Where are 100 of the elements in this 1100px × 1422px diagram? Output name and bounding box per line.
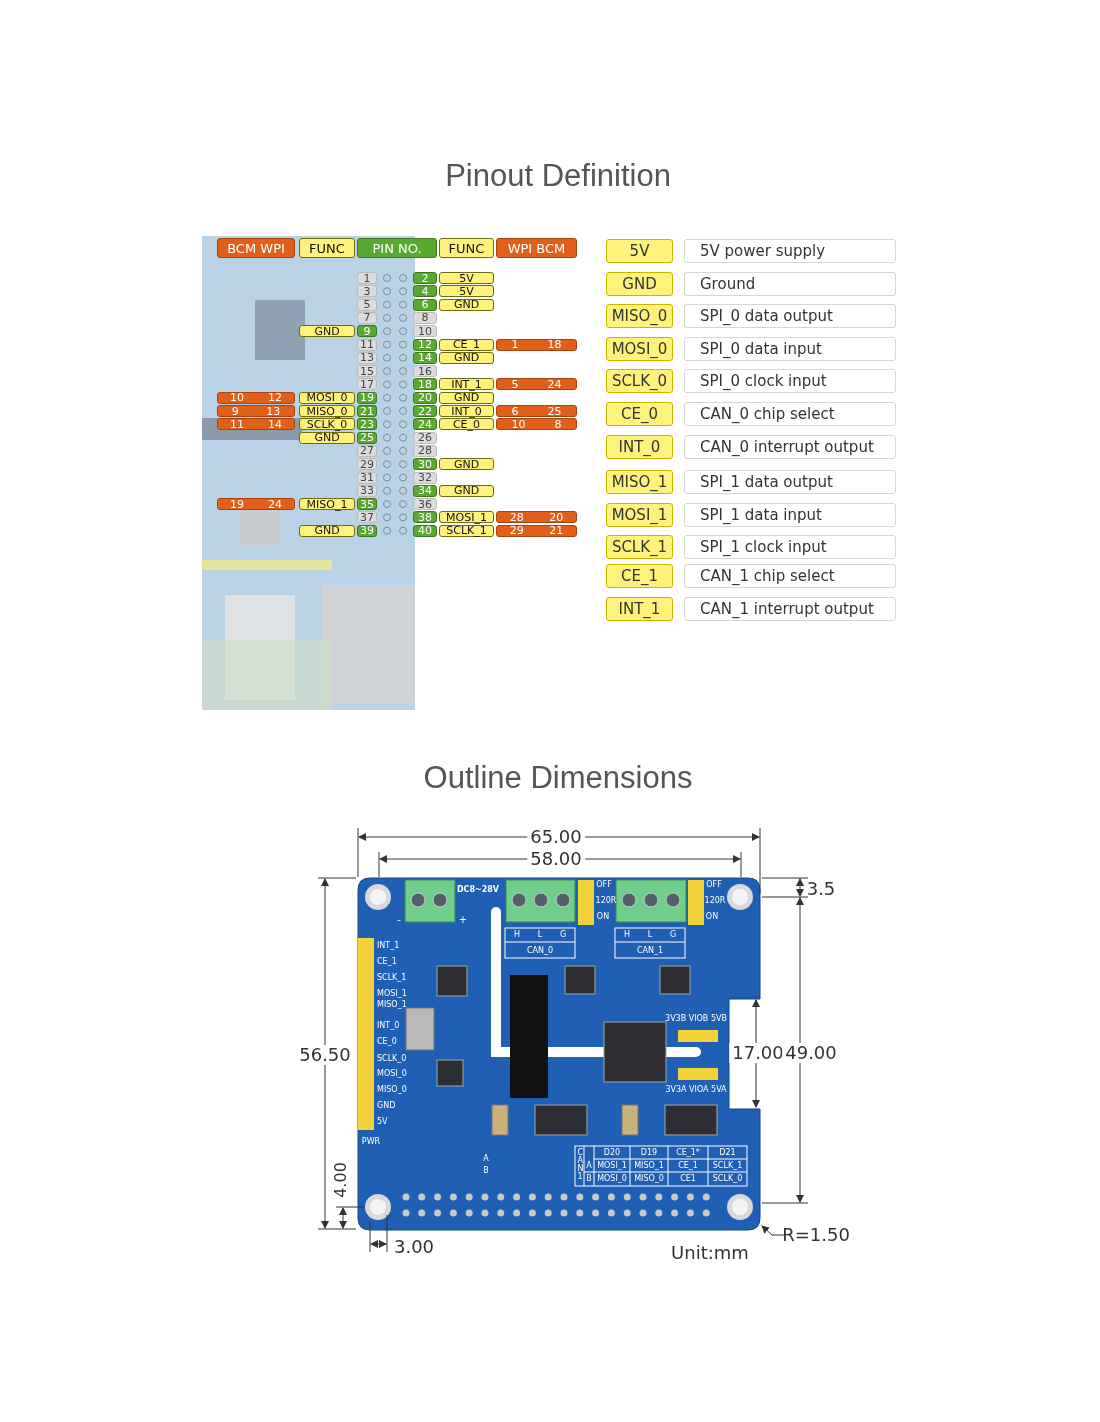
gpio-number: 9	[231, 405, 239, 417]
gpio-number: 1	[511, 339, 519, 350]
silkscreen-label: 3V3A VIOA 5VA	[665, 1086, 727, 1094]
pin-function-label: GND	[439, 298, 494, 311]
silkscreen-label: CE_1*	[676, 1148, 700, 1157]
pin-number: 30	[413, 458, 437, 471]
silkscreen-label: OFF	[596, 881, 612, 889]
silkscreen-label: G	[669, 931, 677, 939]
silkscreen-label: A	[586, 1161, 592, 1170]
silkscreen-label: D21	[719, 1148, 736, 1157]
pin-function-label: INT_0	[439, 405, 494, 417]
signal-name-box: MOSI_0	[606, 337, 673, 361]
signal-name-box: 5V	[606, 239, 673, 263]
pin-number: 18	[413, 378, 437, 391]
gpio-number: 14	[268, 418, 282, 430]
pin-function-label: MISO_0	[299, 405, 355, 417]
gpio-number-bar	[496, 418, 577, 431]
signal-description-box: CAN_1 chip select	[684, 564, 896, 588]
pin-function-label: GND	[439, 351, 494, 364]
pin-number: 1	[357, 272, 377, 284]
gpio-number: 29	[509, 525, 524, 537]
pin-number: 36	[413, 498, 437, 511]
gpio-number: 8	[554, 418, 562, 430]
pin-function-label: MISO_1	[299, 498, 355, 511]
signal-name-box: MOSI_1	[606, 503, 673, 527]
silkscreen-label: 5V	[377, 1118, 388, 1126]
pin-number: 24	[413, 418, 437, 431]
silkscreen-label: OFF	[706, 881, 722, 889]
pin-function-label: GND	[439, 391, 494, 404]
pin-function-label: MOSI_1	[439, 511, 494, 524]
pin-function-label: GND	[439, 484, 494, 497]
signal-description-box: CAN_0 interrupt output	[684, 435, 896, 459]
silkscreen-label: MOSI_1	[377, 990, 407, 998]
column-header: PIN NO.	[357, 238, 437, 258]
pin-number: 23	[357, 418, 377, 431]
gpio-number: 12	[268, 392, 282, 404]
silkscreen-label: H	[624, 931, 630, 939]
silkscreen-label: B	[483, 1167, 489, 1175]
gpio-number: 24	[268, 498, 282, 510]
signal-description-box: SPI_1 data input	[684, 503, 896, 527]
silkscreen-label: 120R	[595, 897, 617, 905]
signal-name-box: INT_1	[606, 597, 673, 621]
gpio-number: 10	[511, 418, 526, 430]
silkscreen-label: MOSI_0	[377, 1070, 407, 1078]
dimension-value: 4.00	[333, 1162, 349, 1198]
pin-number: 10	[413, 325, 437, 338]
silkscreen-label: D19	[640, 1148, 658, 1157]
signal-description-box: Ground	[684, 272, 896, 296]
silkscreen-label: CE1	[680, 1175, 696, 1183]
silkscreen-label: B	[586, 1175, 592, 1183]
silkscreen-label: -	[397, 915, 401, 925]
dimension-value: 3.5	[806, 880, 836, 898]
signal-description-box: 5V power supply	[684, 239, 896, 263]
signal-description-box: CAN_0 chip select	[684, 402, 896, 426]
pin-number: 8	[413, 311, 437, 324]
pin-number: 15	[357, 365, 377, 378]
gpio-number-bar	[217, 405, 295, 417]
silkscreen-label: ON	[705, 913, 719, 921]
silkscreen-label: G	[559, 931, 567, 939]
unit-note: Unit:mm	[671, 1244, 749, 1262]
pin-number: 37	[357, 511, 377, 524]
pin-number: 9	[357, 325, 377, 338]
silkscreen-label: MOSI_1	[597, 1161, 627, 1170]
gpio-number-bar	[496, 511, 577, 524]
pin-function-label: SCLK_1	[439, 524, 494, 537]
signal-name-box: INT_0	[606, 435, 673, 459]
signal-description-box: CAN_1 interrupt output	[684, 597, 896, 621]
pin-number: 12	[413, 338, 437, 351]
gpio-number-bar	[496, 338, 577, 351]
signal-description-box: SPI_0 data output	[684, 304, 896, 328]
pin-number: 20	[413, 391, 437, 404]
silkscreen-label: H	[514, 931, 520, 939]
silkscreen-label: DC8~28V	[456, 886, 500, 894]
silkscreen-label: PWR	[361, 1138, 381, 1146]
signal-description-box: SPI_0 clock input	[684, 369, 896, 393]
gpio-number: 28	[509, 511, 524, 523]
gpio-number: 19	[230, 498, 244, 510]
silkscreen-label: SCLK_0	[377, 1055, 407, 1063]
signal-name-box: MISO_1	[606, 470, 673, 494]
pin-number: 17	[357, 378, 377, 391]
pin-number: 29	[357, 458, 377, 471]
gpio-number: 5	[511, 378, 519, 390]
silkscreen-label: 120R	[704, 897, 726, 905]
silkscreen-label: D20	[603, 1148, 621, 1157]
gpio-number-bar	[496, 405, 577, 417]
pin-number: 35	[357, 498, 377, 511]
gpio-number-bar	[217, 418, 295, 431]
silkscreen-label: 3V3B VIOB 5VB	[665, 1015, 727, 1023]
silkscreen-label: L	[647, 931, 653, 939]
gpio-number: 25	[547, 405, 562, 417]
silkscreen-label: CE_1	[678, 1161, 698, 1170]
dimension-value: R=1.50	[782, 1226, 850, 1244]
pin-number: 2	[413, 272, 437, 284]
pin-function-label: 5V	[439, 285, 494, 298]
gpio-number-bar	[496, 378, 577, 391]
gpio-number: 21	[549, 525, 564, 537]
signal-name-box: SCLK_0	[606, 369, 673, 393]
silkscreen-label: +	[458, 915, 468, 925]
silkscreen-label: CE_1	[377, 958, 397, 966]
column-header: BCM WPI	[217, 238, 295, 258]
